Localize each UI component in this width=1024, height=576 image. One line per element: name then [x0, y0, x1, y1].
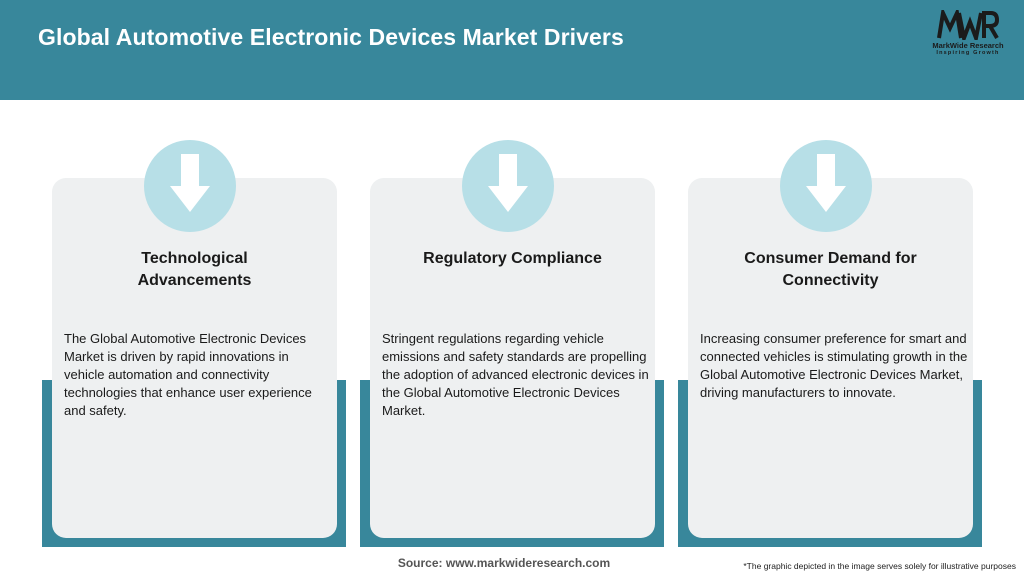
card-panel: [52, 178, 337, 538]
driver-card-consumer-demand: Consumer Demand for Connectivity Increas…: [678, 140, 982, 550]
logo-tagline: Inspiring Growth: [936, 50, 1000, 56]
arrow-circle: [462, 140, 554, 232]
card-title: Consumer Demand for Connectivity: [744, 250, 917, 289]
driver-card-regulatory: Regulatory Compliance Stringent regulati…: [360, 140, 664, 550]
card-title: Regulatory Compliance: [423, 250, 602, 267]
driver-card-technological: Technological Advancements The Global Au…: [42, 140, 346, 550]
card-description: Increasing consumer preference for smart…: [700, 331, 968, 400]
arrow-down-icon: [170, 154, 210, 212]
card-panel: [688, 178, 973, 538]
page-title: Global Automotive Electronic Devices Mar…: [38, 24, 624, 50]
card-description: Stringent regulations regarding vehicle …: [382, 331, 649, 418]
arrow-down-icon: [488, 154, 528, 212]
mwr-logo-icon: [937, 10, 999, 40]
arrow-circle: [144, 140, 236, 232]
disclaimer-note: *The graphic depicted in the image serve…: [743, 561, 1016, 571]
arrow-circle: [780, 140, 872, 232]
logo-name: MarkWide Research: [932, 41, 1004, 50]
card-panel: [370, 178, 655, 538]
card-title: Technological Advancements: [137, 250, 252, 289]
arrow-down-icon: [806, 154, 846, 212]
logo: MarkWide Research Inspiring Growth: [918, 10, 1018, 58]
card-description: The Global Automotive Electronic Devices…: [64, 331, 312, 418]
source-credit: Source: www.markwideresearch.com: [397, 556, 611, 570]
header-bar: Global Automotive Electronic Devices Mar…: [0, 0, 1024, 100]
